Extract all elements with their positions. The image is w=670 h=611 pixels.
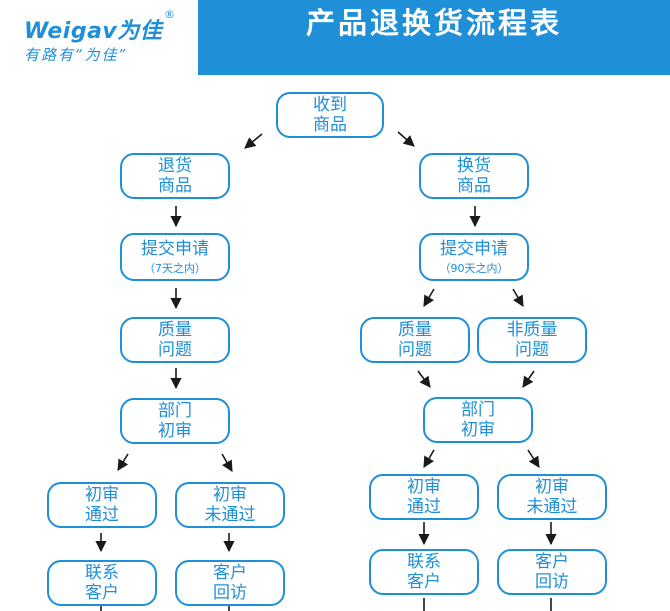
node-line: 客户	[85, 583, 119, 603]
node-return-quality-issue: 质量 问题	[120, 317, 230, 363]
node-line: 质量	[158, 320, 192, 340]
node-exchange-non-quality-issue: 非质量 问题	[477, 317, 587, 363]
node-line: 未通过	[526, 497, 578, 517]
header: Weigav为佳 ® 有路有“为佳” 产品退换货流程表	[0, 0, 670, 75]
node-return-goods: 退货 商品	[120, 153, 230, 199]
node-exchange-review-passed: 初审 通过	[369, 474, 479, 520]
node-return-dept-review: 部门 初审	[120, 398, 230, 444]
node-note: （7天之内）	[144, 262, 206, 275]
logo: Weigav为佳 ® 有路有“为佳”	[0, 0, 198, 75]
node-line: 客户	[535, 552, 569, 572]
arrow-exchange-review-to-fail	[527, 449, 540, 468]
node-line: 通过	[407, 497, 441, 517]
node-line: 通过	[85, 505, 119, 525]
arrow-exchange-apply-to-nonquality	[512, 288, 524, 307]
node-return-contact-customer: 联系 客户	[47, 560, 157, 606]
node-line: 联系	[407, 552, 441, 572]
node-line: 商品	[457, 176, 491, 196]
node-line: 初审	[85, 485, 119, 505]
node-exchange-submit-application: 提交申请 （90天之内）	[419, 233, 529, 281]
arrow-exchange-quality-to-review	[417, 370, 431, 388]
registered-mark: ®	[164, 8, 175, 21]
node-line: 问题	[398, 340, 432, 360]
node-line: 初审	[461, 420, 495, 440]
arrow-exchange-apply-to-quality	[423, 288, 435, 307]
node-line: 提交申请	[440, 239, 508, 259]
arrow-return-review-to-pass	[117, 453, 129, 471]
node-line: 部门	[461, 400, 495, 420]
node-exchange-customer-revisit: 客户 回访	[497, 549, 607, 595]
node-line: 初审	[158, 421, 192, 441]
node-note: （90天之内）	[439, 262, 509, 275]
node-line: 问题	[158, 340, 192, 360]
node-line: 客户	[213, 563, 247, 583]
node-exchange-dept-review: 部门 初审	[423, 397, 533, 443]
node-exchange-review-failed: 初审 未通过	[497, 474, 607, 520]
page-title: 产品退换货流程表	[305, 6, 562, 40]
node-line: 部门	[158, 401, 192, 421]
node-line: 未通过	[204, 505, 256, 525]
node-line: 换货	[457, 156, 491, 176]
node-line: 客户	[407, 572, 441, 592]
node-return-review-passed: 初审 通过	[47, 482, 157, 528]
node-line: 非质量	[506, 320, 558, 340]
node-line: 提交申请	[141, 239, 209, 259]
arrow-exchange-nonquality-to-review	[522, 370, 535, 388]
brand-name: Weigav为佳	[24, 19, 163, 44]
title-band: 产品退换货流程表	[198, 0, 670, 75]
node-return-review-failed: 初审 未通过	[175, 482, 285, 528]
node-exchange-goods: 换货 商品	[419, 153, 529, 199]
node-line: 问题	[515, 340, 549, 360]
node-line: 初审	[407, 477, 441, 497]
arrow-return-review-to-fail	[221, 453, 233, 472]
node-line: 回访	[535, 572, 569, 592]
node-exchange-contact-customer: 联系 客户	[369, 549, 479, 595]
node-line: 收到	[313, 95, 347, 115]
node-line: 退货	[158, 156, 192, 176]
node-line: 质量	[398, 320, 432, 340]
arrow-receive-to-return	[244, 133, 263, 149]
arrow-exchange-review-to-pass	[423, 449, 435, 468]
node-receive-goods: 收到 商品	[276, 92, 384, 138]
node-line: 初审	[535, 477, 569, 497]
node-return-submit-application: 提交申请 （7天之内）	[120, 233, 230, 281]
brand-slogan: 有路有“为佳”	[24, 46, 129, 64]
node-line: 联系	[85, 563, 119, 583]
node-line: 初审	[213, 485, 247, 505]
node-line: 商品	[158, 176, 192, 196]
node-line: 回访	[213, 583, 247, 603]
arrow-receive-to-exchange	[397, 131, 415, 147]
node-line: 商品	[313, 115, 347, 135]
node-return-customer-revisit: 客户 回访	[175, 560, 285, 606]
node-exchange-quality-issue: 质量 问题	[360, 317, 470, 363]
